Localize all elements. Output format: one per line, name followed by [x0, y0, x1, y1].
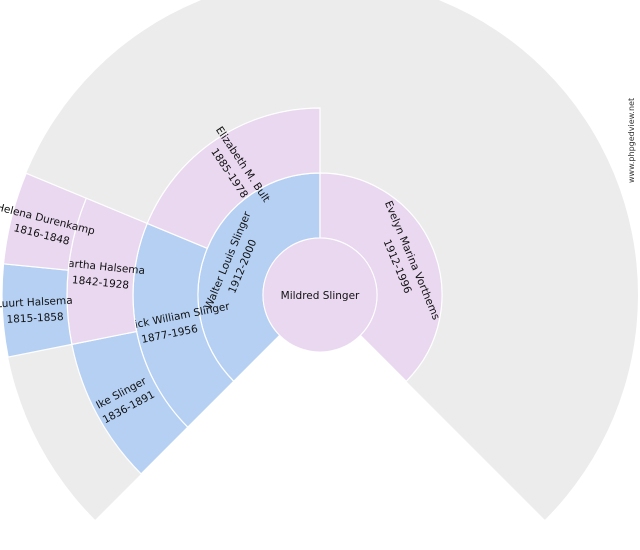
- center-person-name: Mildred Slinger: [281, 290, 360, 302]
- ancestor-dates-ggg-father: 1815-1858: [6, 311, 64, 326]
- ancestor-segment-paternal-grandmother[interactable]: [146, 107, 321, 250]
- center-person-circle[interactable]: [262, 237, 378, 353]
- watermark: www.phpgedview.net: [627, 98, 636, 183]
- ancestor-dates-gg-mother: 1842-1928: [71, 274, 129, 292]
- ancestor-name-ggg-father: Luurt Halsema: [0, 295, 73, 311]
- ancestor-segment-ggg-mother[interactable]: [2, 172, 88, 271]
